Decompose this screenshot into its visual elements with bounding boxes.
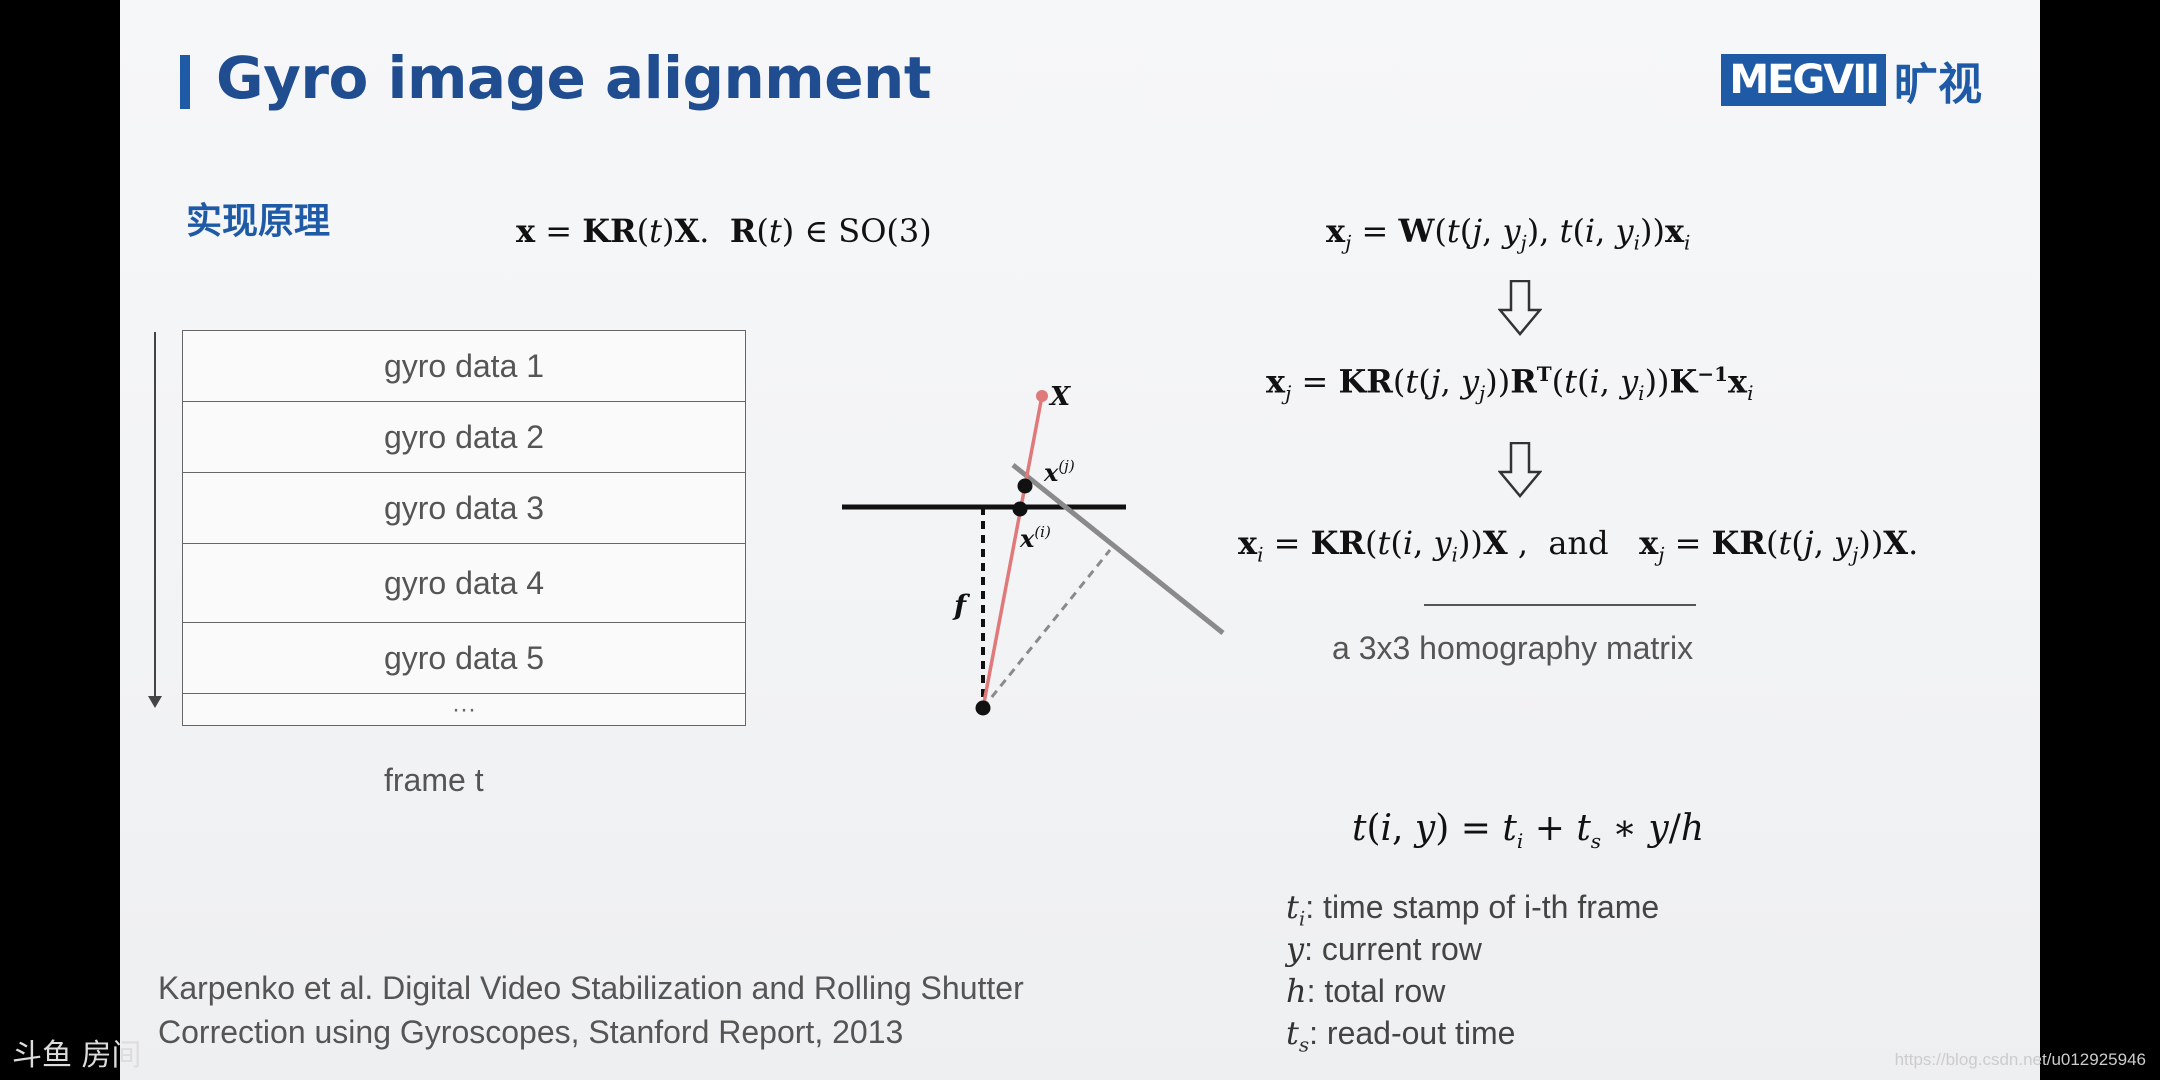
gyro-data-cell: gyro data 4 xyxy=(182,543,746,623)
logo-mark: MEGVII xyxy=(1721,54,1886,106)
gyro-data-cell: gyro data 1 xyxy=(182,330,746,402)
megvii-logo: MEGVII 旷视 xyxy=(1721,54,1982,110)
scan-direction-arrowhead xyxy=(148,696,162,708)
world-point-label: X xyxy=(1048,382,1072,412)
legend-item-h: h: total row xyxy=(1286,972,1445,1010)
scan-direction-arrow xyxy=(154,332,156,704)
point-j-label: x(j) xyxy=(1043,457,1075,487)
point-j-marker xyxy=(1017,478,1033,494)
table-row: gyro data 5 xyxy=(182,622,746,694)
reference-line: Correction using Gyroscopes, Stanford Re… xyxy=(158,1014,904,1050)
legend-symbol: ti xyxy=(1286,888,1306,931)
table-row: gyro data 4 xyxy=(182,543,746,623)
legend-item-ts: ts: read-out time xyxy=(1286,1014,1515,1056)
ellipsis-cell: ··· xyxy=(182,693,746,726)
homography-underline xyxy=(1424,604,1696,606)
and-word: and xyxy=(1548,524,1609,562)
rotated-plane-line xyxy=(1011,463,1225,635)
equation-expanded: xj = KR(t(j, yj))RT(t(i, yi))K−1xi xyxy=(1266,362,1754,406)
gyro-data-table: gyro data 1 gyro data 2 gyro data 3 gyro… xyxy=(182,330,746,726)
douyu-watermark: 斗鱼 房间 xyxy=(12,1038,142,1073)
table-row: ··· xyxy=(182,693,746,726)
equation-pair: xi = KR(t(i, yi))X , and xj = KR(t(j, yj… xyxy=(1238,524,1919,567)
camera-center-marker xyxy=(975,700,991,716)
reference-citation: Karpenko et al. Digital Video Stabilizat… xyxy=(158,966,1024,1054)
title-accent-bar xyxy=(180,55,190,109)
table-row: gyro data 1 xyxy=(182,330,746,402)
legend-text: : total row xyxy=(1306,973,1446,1009)
point-i-marker xyxy=(1012,501,1028,517)
homography-note: a 3x3 homography matrix xyxy=(1332,630,1694,666)
legend-text: : current row xyxy=(1304,931,1482,967)
projection-ray xyxy=(981,395,1044,709)
reference-line: Karpenko et al. Digital Video Stabilizat… xyxy=(158,970,1024,1006)
down-arrow-icon xyxy=(1498,280,1542,336)
legend-symbol: y xyxy=(1286,930,1305,968)
equation-warp: xj = W(t(j, yj), t(i, yi))xi xyxy=(1326,212,1691,255)
gyro-data-cell: gyro data 3 xyxy=(182,472,746,544)
legend-text: : read-out time xyxy=(1309,1015,1516,1051)
legend-item-ti: ti: time stamp of i-th frame xyxy=(1286,888,1659,930)
legend-symbol: ts xyxy=(1286,1014,1310,1057)
slide: Gyro image alignment MEGVII 旷视 实现原理 x = … xyxy=(120,0,2040,1080)
world-point-marker xyxy=(1036,390,1048,402)
legend-item-y: y: current row xyxy=(1286,930,1482,968)
point-i-label: x(i) xyxy=(1019,523,1051,553)
focal-length-label: f xyxy=(952,589,971,622)
projection-diagram: X x(j) x(i) f xyxy=(842,382,1225,716)
gyro-data-cell: gyro data 2 xyxy=(182,401,746,473)
legend-text: : time stamp of i-th frame xyxy=(1305,889,1660,925)
down-arrow-icon xyxy=(1498,442,1542,498)
slide-title: Gyro image alignment xyxy=(216,44,932,112)
table-row: gyro data 3 xyxy=(182,472,746,544)
equation-time-model: t(i, y) = ti + ts ∗ y/h xyxy=(1352,808,1705,854)
frame-caption: frame t xyxy=(384,762,484,798)
gyro-data-cell: gyro data 5 xyxy=(182,622,746,694)
equation-projection: x = KR(t)X. R(t) ∈ SO(3) xyxy=(516,212,932,250)
rotated-axis-dashed-line xyxy=(981,549,1112,709)
csdn-watermark: https://blog.csdn.net/u012925946 xyxy=(1894,1050,2146,1069)
legend-symbol: h xyxy=(1286,972,1307,1010)
section-heading: 实现原理 xyxy=(186,201,331,242)
table-row: gyro data 2 xyxy=(182,401,746,473)
logo-chinese: 旷视 xyxy=(1894,59,1982,110)
